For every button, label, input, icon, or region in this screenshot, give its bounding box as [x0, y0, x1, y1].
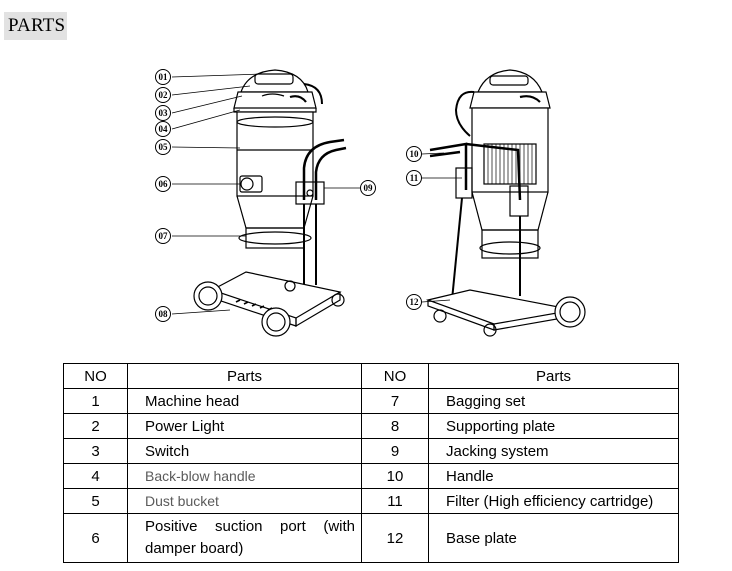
part-name: Machine head	[127, 388, 362, 414]
part-number: 8	[361, 413, 429, 439]
vacuum-parts-illustration: 01 02 03 04 05 06 07 08 09 10 11 12	[155, 69, 586, 337]
callout-06: 06	[159, 179, 169, 189]
part-name: Base plate	[428, 513, 679, 563]
callout-07: 07	[159, 231, 169, 241]
header-parts: Parts	[428, 363, 679, 389]
callout-10: 10	[410, 149, 420, 159]
part-name: Jacking system	[428, 438, 679, 464]
part-number: 1	[63, 388, 128, 414]
table-row: 3 Switch 9 Jacking system	[63, 438, 679, 464]
table-row: 4 Back-blow handle 10 Handle	[63, 463, 679, 489]
callout-11: 11	[410, 173, 419, 183]
callout-05: 05	[159, 142, 169, 152]
callout-03: 03	[159, 108, 169, 118]
callout-08: 08	[159, 309, 169, 319]
header-no: NO	[361, 363, 429, 389]
part-number: 5	[63, 488, 128, 514]
callout-04: 04	[159, 124, 169, 134]
header-no: NO	[63, 363, 128, 389]
header-parts: Parts	[127, 363, 362, 389]
part-name: Positive suction port (with damper board…	[127, 513, 362, 563]
part-name: Bagging set	[428, 388, 679, 414]
part-number: 3	[63, 438, 128, 464]
part-name: Dust bucket	[127, 488, 362, 514]
table-row: 2 Power Light 8 Supporting plate	[63, 413, 679, 439]
part-number: 6	[63, 513, 128, 563]
table-row: 5 Dust bucket 11 Filter (High efficiency…	[63, 488, 679, 514]
callout-02: 02	[159, 90, 169, 100]
part-number: 2	[63, 413, 128, 439]
table-row: 1 Machine head 7 Bagging set	[63, 388, 679, 414]
part-name: Back-blow handle	[127, 463, 362, 489]
part-number: 9	[361, 438, 429, 464]
table-header-row: NO Parts NO Parts	[63, 363, 679, 389]
part-number: 11	[361, 488, 429, 514]
callout-09: 09	[364, 183, 374, 193]
part-number: 7	[361, 388, 429, 414]
part-name: Power Light	[127, 413, 362, 439]
part-name: Switch	[127, 438, 362, 464]
part-name: Handle	[428, 463, 679, 489]
part-name: Supporting plate	[428, 413, 679, 439]
part-name: Filter (High efficiency cartridge)	[428, 488, 679, 514]
part-number: 12	[361, 513, 429, 563]
table-row: 6 Positive suction port (with damper boa…	[63, 513, 679, 563]
part-number: 4	[63, 463, 128, 489]
part-number: 10	[361, 463, 429, 489]
section-header: PARTS	[4, 12, 67, 40]
callout-01: 01	[159, 72, 169, 82]
callout-12: 12	[410, 297, 420, 307]
parts-table: NO Parts NO Parts 1 Machine head 7 Baggi…	[63, 363, 679, 563]
